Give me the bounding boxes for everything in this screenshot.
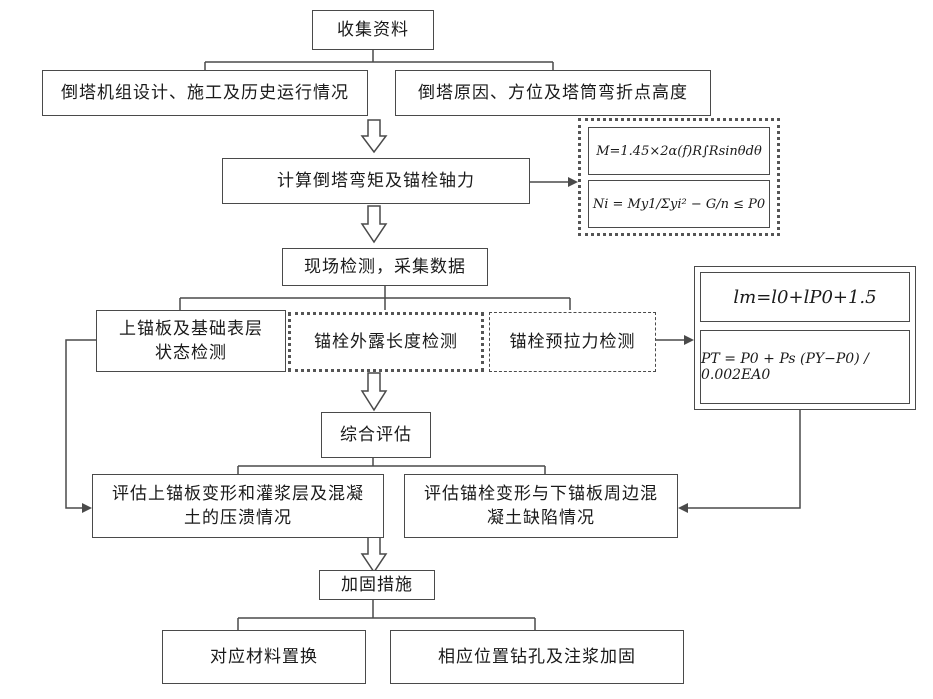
anchor-plate-label-2: 状态检测 [155, 341, 227, 365]
bolt-pretension-box: 锚栓预拉力检测 [489, 312, 656, 372]
assess-label: 综合评估 [340, 423, 412, 447]
arrowhead-pretension [684, 335, 694, 345]
eval-left-label-2: 土的压溃情况 [184, 506, 292, 530]
formula-moment: M=1.45×2α(f)R∫Rsinθdθ [596, 144, 762, 159]
bolt-length-box: 锚栓外露长度检测 [288, 312, 484, 372]
eval-right-label-1: 评估锚栓变形与下锚板周边混 [424, 482, 658, 506]
arrowhead-right-eval [678, 503, 688, 513]
eval-left-label-1: 评估上锚板变形和灌浆层及混凝 [112, 482, 364, 506]
collect-box: 收集资料 [312, 10, 434, 50]
reinforce-box: 加固措施 [319, 570, 435, 600]
eval-right-box: 评估锚栓变形与下锚板周边混 凝土缺陷情况 [404, 474, 678, 538]
connector-reinforce-split [238, 598, 535, 630]
formula-axial-box: Ni = My1/Σyi² − G/n ≤ P0 [588, 180, 770, 228]
calc-label: 计算倒塔弯矩及锚栓轴力 [277, 169, 475, 193]
field-detect-label: 现场检测，采集数据 [304, 255, 466, 279]
bolt-length-label: 锚栓外露长度检测 [314, 330, 458, 354]
collect-label: 收集资料 [337, 18, 409, 42]
cause-position-label: 倒塔原因、方位及塔筒弯折点高度 [418, 81, 688, 105]
anchor-plate-label-1: 上锚板及基础表层 [119, 317, 263, 341]
connector-assess-split [238, 458, 545, 474]
anchor-plate-box: 上锚板及基础表层 状态检测 [96, 310, 286, 372]
block-arrow-4 [362, 537, 386, 572]
replace-label: 对应材料置换 [210, 645, 318, 669]
eval-right-label-2: 凝土缺陷情况 [487, 506, 595, 530]
formula-length-box: lm=l0+lP0+1.5 [700, 272, 910, 322]
arrowhead-calc [568, 177, 578, 187]
design-history-label: 倒塔机组设计、施工及历史运行情况 [61, 81, 349, 105]
block-arrow-2 [362, 206, 386, 242]
drill-grout-box: 相应位置钻孔及注浆加固 [390, 630, 684, 684]
connector-collect-split [205, 50, 553, 70]
eval-left-box: 评估上锚板变形和灌浆层及混凝 土的压溃情况 [92, 474, 384, 538]
design-history-box: 倒塔机组设计、施工及历史运行情况 [42, 70, 368, 116]
formula-pretension-box: PT = P0 + Ps (PY−P0) / 0.002EA0 [700, 330, 910, 404]
field-detect-box: 现场检测，采集数据 [282, 248, 488, 286]
connector-feedback-right [682, 410, 800, 508]
calc-box: 计算倒塔弯矩及锚栓轴力 [222, 158, 530, 204]
reinforce-label: 加固措施 [341, 573, 413, 597]
formula-axial: Ni = My1/Σyi² − G/n ≤ P0 [593, 197, 765, 212]
connector-field-split [180, 286, 570, 310]
block-arrow-1 [362, 120, 386, 152]
formula-pretension: PT = P0 + Ps (PY−P0) / 0.002EA0 [701, 351, 909, 383]
cause-position-box: 倒塔原因、方位及塔筒弯折点高度 [395, 70, 711, 116]
drill-grout-label: 相应位置钻孔及注浆加固 [438, 645, 636, 669]
assess-box: 综合评估 [321, 412, 431, 458]
formula-moment-box: M=1.45×2α(f)R∫Rsinθdθ [588, 127, 770, 175]
bolt-pretension-label: 锚栓预拉力检测 [510, 330, 636, 354]
replace-box: 对应材料置换 [162, 630, 366, 684]
block-arrow-3 [362, 373, 386, 410]
arrowhead-left-eval [82, 503, 92, 513]
formula-length: lm=l0+lP0+1.5 [733, 287, 876, 308]
